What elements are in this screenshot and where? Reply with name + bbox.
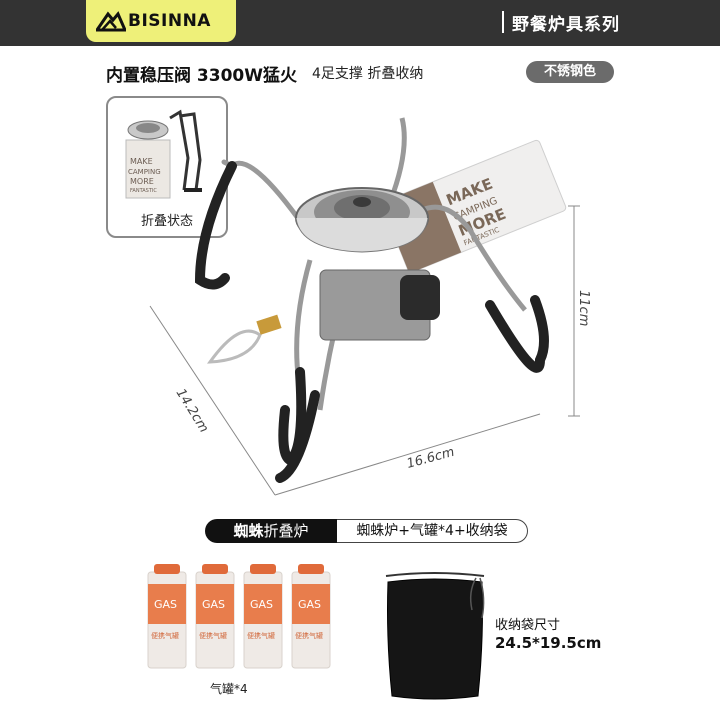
bundle-contents-pill[interactable]: 蜘蛛炉+气罐*4+收纳袋 (337, 519, 528, 543)
bag-size-value: 24.5*19.5cm (495, 634, 602, 652)
inset-box-text-4: FANTASTIC (130, 188, 157, 194)
series-title: 野餐炉具系列 (512, 15, 620, 35)
top-bar: BISINNA 野餐炉具系列 (0, 0, 720, 46)
storage-bag-illustration (385, 572, 485, 700)
inset-box-text-3: MORE (130, 177, 154, 186)
gas-can-text-1: GAS (154, 598, 177, 611)
gas-can-3: GAS 便携气罐 (243, 564, 283, 669)
feature-subline: 4足支撑 折叠收纳 (312, 66, 424, 82)
inset-box-text-1: MAKE (130, 157, 153, 166)
height-label: 11cm (576, 290, 591, 326)
product-name-bold: 蜘蛛 (233, 522, 264, 540)
header-divider (502, 11, 504, 33)
brand-logo[interactable]: BISINNA (86, 0, 236, 42)
brand-name: BISINNA (128, 11, 211, 31)
gas-can-sub-1: 便携气罐 (151, 631, 179, 640)
gas-cans-illustration: GAS 便携气罐 GAS 便携气罐 GAS 便携气罐 GAS 便携气罐 (147, 564, 331, 669)
inset-label: 折叠状态 (140, 214, 193, 229)
gas-can-text-4: GAS (298, 598, 321, 611)
feature-headline: 内置稳压阀 3300W猛火 (106, 66, 297, 86)
bag-size-label: 收纳袋尺寸 (495, 618, 561, 633)
depth-dimension-line (149, 305, 276, 496)
depth-label: 14.2cm (173, 386, 212, 435)
gas-can-sub-2: 便携气罐 (199, 631, 227, 640)
width-dimension-line (274, 413, 541, 496)
gas-can-text-2: GAS (202, 598, 225, 611)
bundle-contents: 蜘蛛炉+气罐*4+收纳袋 (356, 523, 508, 539)
gas-can-2: GAS 便携气罐 (195, 564, 235, 669)
gas-cans-label: 气罐*4 (210, 682, 248, 696)
gas-can-4: GAS 便携气罐 (291, 564, 331, 669)
product-name-rest: 折叠炉 (263, 522, 309, 540)
inset-box-text-2: CAMPING (128, 168, 161, 176)
stove-illustration: MAKE CAMPING MORE FANTASTIC 14.2cm 16.6c… (149, 117, 591, 496)
gas-can-sub-4: 便携气罐 (295, 631, 323, 640)
width-label: 16.6cm (405, 445, 456, 472)
mountain-logo-icon (96, 11, 126, 32)
gas-can-text-3: GAS (250, 598, 273, 611)
gas-can-1: GAS 便携气罐 (147, 564, 187, 669)
product-name-pill[interactable]: 蜘蛛折叠炉 (205, 519, 337, 543)
color-badge[interactable]: 不锈钢色 (526, 61, 614, 83)
folded-stove-illustration: MAKE CAMPING MORE FANTASTIC (125, 109, 202, 199)
gas-can-sub-3: 便携气罐 (247, 631, 275, 640)
folded-state-inset: MAKE CAMPING MORE FANTASTIC 折叠状态 (106, 96, 228, 238)
